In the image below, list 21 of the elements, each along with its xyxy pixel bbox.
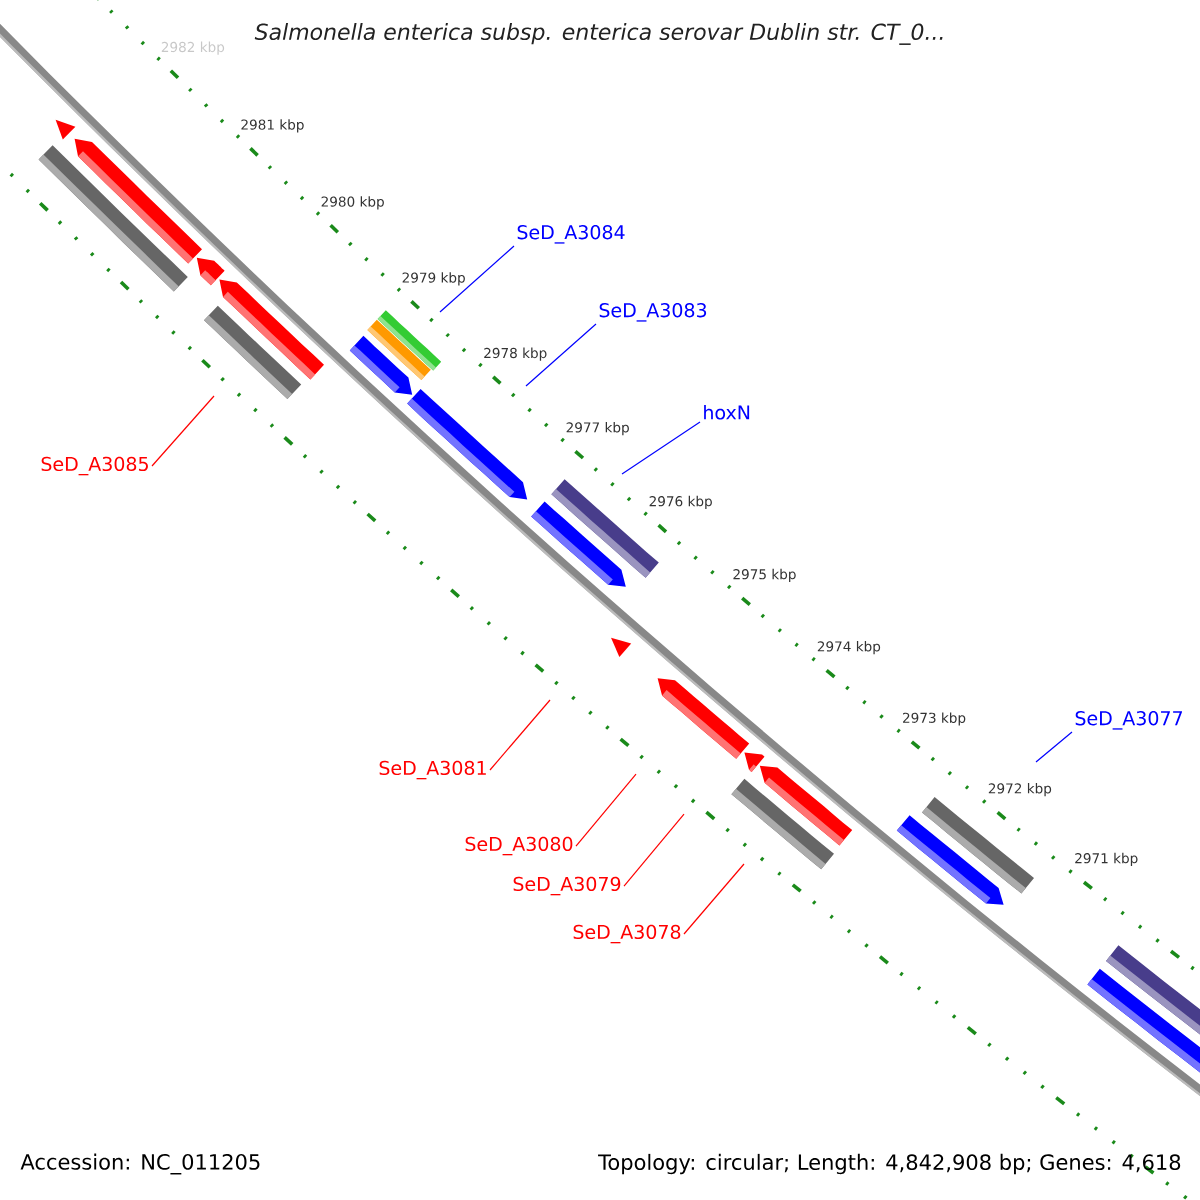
leader-line [489,699,551,771]
leader-line [621,421,701,475]
gene-label: SeD_A3081 [379,760,486,780]
title: Salmonella enterica subsp. enterica serovar Dublin str. CT_0... [254,23,943,45]
gene-label: hoxN [704,404,750,420]
gene-label: SeD_A3084 [517,225,625,244]
gene-label: SeD_A3078 [573,924,681,944]
leader-line [525,323,597,387]
gene-label: SeD_A3080 [465,836,573,856]
genome-info-text: Topology: circular; Length: 4,842,908 bp; Genes: 4,618 [598,1153,1181,1175]
leader-line [439,245,515,313]
leader-line [623,813,685,887]
leader-line [151,395,215,467]
accession-text: Accession: NC_011205 [20,1153,260,1175]
leader-line [575,773,637,847]
leader-line [683,863,745,935]
gene-label: SeD_A3079 [513,876,621,896]
gene-label: SeD_A3083 [599,303,707,322]
gene-label: SeD_A3085 [41,456,148,476]
leader-line [1035,731,1073,763]
gene-label: SeD_A3077 [1075,711,1182,730]
